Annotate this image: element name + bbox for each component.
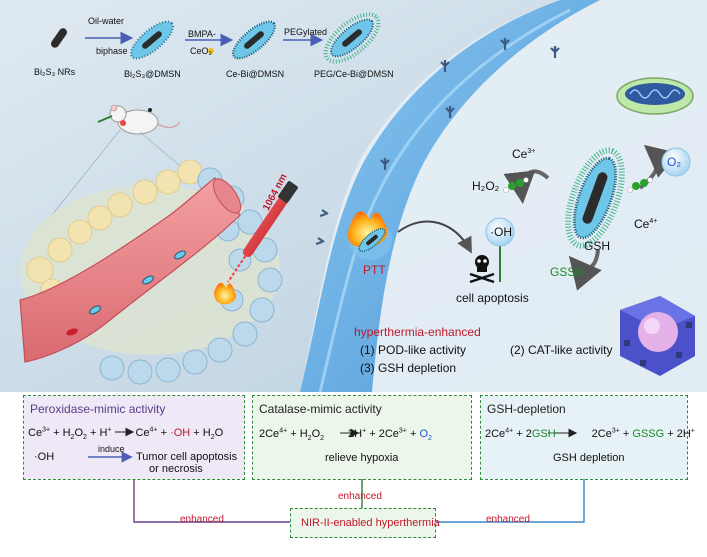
gsh-panel-title: GSH-depletion xyxy=(487,402,566,416)
nrs-label: Bi₂S₃ NRs xyxy=(34,67,76,77)
h2o2-label: H₂O₂ xyxy=(472,179,500,193)
synthesis-scheme xyxy=(50,12,381,64)
ce3-label: Ce3+ xyxy=(512,147,536,161)
pod-result-2: or necrosis xyxy=(149,463,203,475)
gssg-label: GSSG xyxy=(550,265,585,279)
membrane-highlight xyxy=(318,8,571,393)
mitochondrion xyxy=(616,77,694,115)
tumor-tissue xyxy=(19,159,283,385)
heat-flame-icon xyxy=(214,282,236,305)
cebi-label: Ce-Bi@DMSN xyxy=(226,69,285,79)
o2-label: O₂ xyxy=(667,155,681,169)
pod-result-1: Tumor cell apoptosis xyxy=(136,451,238,463)
nanorod-icon xyxy=(50,28,68,48)
ptt-to-apoptosis-arrow xyxy=(397,220,472,254)
gsh-panel-fill xyxy=(481,396,687,479)
ceo2-dot-icon xyxy=(208,48,214,54)
ce-cycle-arrow xyxy=(503,169,550,204)
enhanced-item-2: (2) CAT-like activity xyxy=(510,343,613,357)
peg-particle-icon xyxy=(323,12,381,64)
nanostructure-3d-icon xyxy=(620,296,695,376)
pod-panel-title: Peroxidase-mimic activity xyxy=(30,402,166,416)
link-gsh-to-hyperthermia xyxy=(435,479,585,523)
h2o2-molecule-icon xyxy=(503,177,529,193)
step2-label: BMPA- xyxy=(188,29,216,39)
ptt-particle xyxy=(347,211,392,260)
cat-panel-title: Catalase-mimic activity xyxy=(259,402,382,416)
skull-icon xyxy=(469,255,495,284)
blood-vessel xyxy=(19,177,241,363)
oh-label: ·OH xyxy=(490,225,512,239)
enhanced-item-3: (3) GSH depletion xyxy=(360,361,457,375)
o2-bubble xyxy=(661,147,691,177)
h2o2-molecule-icon-2 xyxy=(627,177,653,193)
pod-panel-fill xyxy=(24,396,244,479)
link-pod-to-hyperthermia xyxy=(133,479,290,523)
mid-enhanced-label: enhanced xyxy=(338,491,382,502)
ptt-label: PTT xyxy=(363,263,386,277)
ce-bi-particle-icon xyxy=(231,20,277,60)
right-enhanced-label: enhanced xyxy=(486,514,530,525)
membrane-receptors xyxy=(315,38,560,246)
catalyst-nanoparticle xyxy=(565,147,625,249)
pod-panel: Peroxidase-mimic activity Ce3+ + H2O2 + … xyxy=(23,395,245,480)
enhanced-list-title: hyperthermia-enhanced xyxy=(354,325,481,339)
oh-bubble xyxy=(485,217,515,247)
cat-panel-fill xyxy=(253,396,471,479)
ce4-label: Ce4+ xyxy=(634,217,658,231)
cell-membrane xyxy=(300,0,600,392)
gsh-label: GSH xyxy=(584,239,611,253)
dmsn-label: Bi₂S₃@DMSN xyxy=(124,69,181,79)
step3-label: PEGylated xyxy=(284,27,328,37)
hyperthermia-box: NIR-II-enabled hyperthermia xyxy=(290,508,440,538)
laser-icon xyxy=(227,181,298,283)
peg-label: PEG/Ce-Bi@DMSN xyxy=(314,69,394,79)
left-enhanced-label: enhanced xyxy=(180,514,224,525)
mouse-icon xyxy=(97,104,181,135)
enhanced-item-1: (1) POD-like activity xyxy=(360,343,467,357)
pod-oh-label: ·OH xyxy=(34,451,55,463)
hyperthermia-label: NIR-II-enabled hyperthermia xyxy=(301,517,440,529)
dmsn-particle-icon xyxy=(130,20,174,60)
step2b-label: CeO₂ xyxy=(190,46,212,56)
apoptosis-label: cell apoptosis xyxy=(456,291,529,305)
step1-label: Oil-water xyxy=(88,16,125,26)
gsh-cycle-arrow xyxy=(568,249,602,291)
pod-equation: Ce3+ + H2O2 + H+Ce4+ + ·OH + H2O xyxy=(28,426,224,442)
step1b-label: biphase xyxy=(96,46,128,56)
pod-induce-label: induce xyxy=(98,444,125,454)
cat-note: relieve hypoxia xyxy=(325,452,399,464)
gsh-note: GSH depletion xyxy=(553,452,625,464)
